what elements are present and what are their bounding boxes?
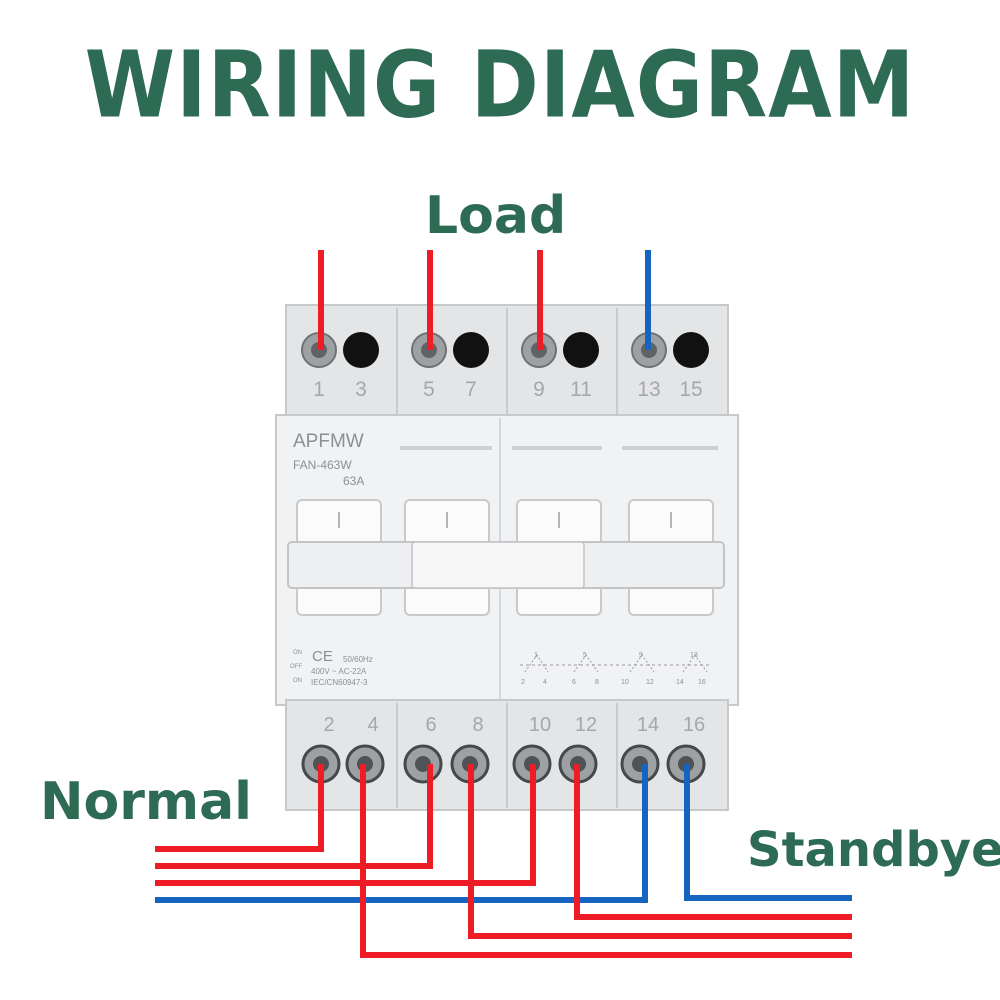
diagram-title: WIRING DIAGRAM bbox=[84, 32, 916, 139]
terminal-label-4: 4 bbox=[367, 714, 378, 736]
terminal-label-13: 13 bbox=[637, 378, 660, 401]
pole-schematic bbox=[520, 654, 712, 673]
schematic-top-13: 13 bbox=[690, 652, 698, 659]
normal-wire-l2 bbox=[155, 764, 433, 869]
schematic-bottom-12: 12 bbox=[646, 679, 654, 686]
normal-wire-l3 bbox=[155, 764, 536, 886]
normal-wire-l1 bbox=[155, 764, 324, 852]
schematic-bottom-8: 8 bbox=[595, 679, 599, 686]
toggle-bar-center bbox=[411, 541, 585, 589]
terminal-label-2: 2 bbox=[323, 714, 334, 736]
terminal-label-11: 11 bbox=[570, 378, 592, 401]
standby-label: Standbye bbox=[747, 822, 1000, 878]
load-label: Load bbox=[425, 186, 567, 246]
terminal-hole-11 bbox=[563, 332, 599, 368]
terminal-label-6: 6 bbox=[425, 714, 436, 736]
schematic-top-5: 5 bbox=[583, 652, 587, 659]
standby-wire-l1 bbox=[360, 764, 852, 958]
terminal-label-12: 12 bbox=[575, 714, 597, 736]
terminal-hole-3 bbox=[343, 332, 379, 368]
terminal-label-16: 16 bbox=[683, 714, 705, 736]
terminal-hole-7 bbox=[453, 332, 489, 368]
normal-label: Normal bbox=[40, 772, 252, 832]
schematic-bottom-16: 16 bbox=[698, 679, 706, 686]
schematic-bottom-4: 4 bbox=[543, 679, 547, 686]
terminal-label-1: 1 bbox=[313, 378, 325, 401]
terminal-label-9: 9 bbox=[533, 378, 545, 401]
standard-text: IEC/CN60947-3 bbox=[311, 678, 368, 687]
schematic-bottom-6: 6 bbox=[572, 679, 576, 686]
terminal-label-10: 10 bbox=[529, 714, 551, 736]
schematic-bottom-14: 14 bbox=[676, 679, 684, 686]
ce-mark: CE bbox=[312, 648, 333, 665]
brand-text: APFMW bbox=[293, 431, 364, 452]
standby-wire-l3 bbox=[574, 764, 852, 920]
side-mark-off: OFF bbox=[290, 664, 302, 670]
terminal-hole-15 bbox=[673, 332, 709, 368]
standby-wire-l2 bbox=[468, 764, 852, 939]
schematic-top-9: 9 bbox=[639, 652, 643, 659]
terminal-label-15: 15 bbox=[679, 378, 702, 401]
terminal-label-8: 8 bbox=[472, 714, 483, 736]
terminal-label-5: 5 bbox=[423, 378, 435, 401]
wiring bbox=[155, 250, 852, 958]
rating-text: 63A bbox=[343, 474, 364, 488]
standby-wire-n bbox=[684, 764, 852, 901]
model-text: FAN-463W bbox=[293, 458, 352, 472]
terminal-label-14: 14 bbox=[637, 714, 659, 736]
schematic-bottom-10: 10 bbox=[621, 679, 629, 686]
side-mark-on-1: ON bbox=[293, 650, 302, 656]
terminal-label-7: 7 bbox=[465, 378, 477, 401]
voltage-text: 400V ~ AC-22A bbox=[311, 667, 367, 676]
frequency-text: 50/60Hz bbox=[343, 655, 373, 664]
terminal-label-3: 3 bbox=[355, 378, 367, 401]
schematic-top-1: 1 bbox=[534, 652, 538, 659]
side-mark-on-2: ON bbox=[293, 678, 302, 684]
normal-wire-n bbox=[155, 764, 648, 903]
schematic-bottom-2: 2 bbox=[521, 679, 525, 686]
